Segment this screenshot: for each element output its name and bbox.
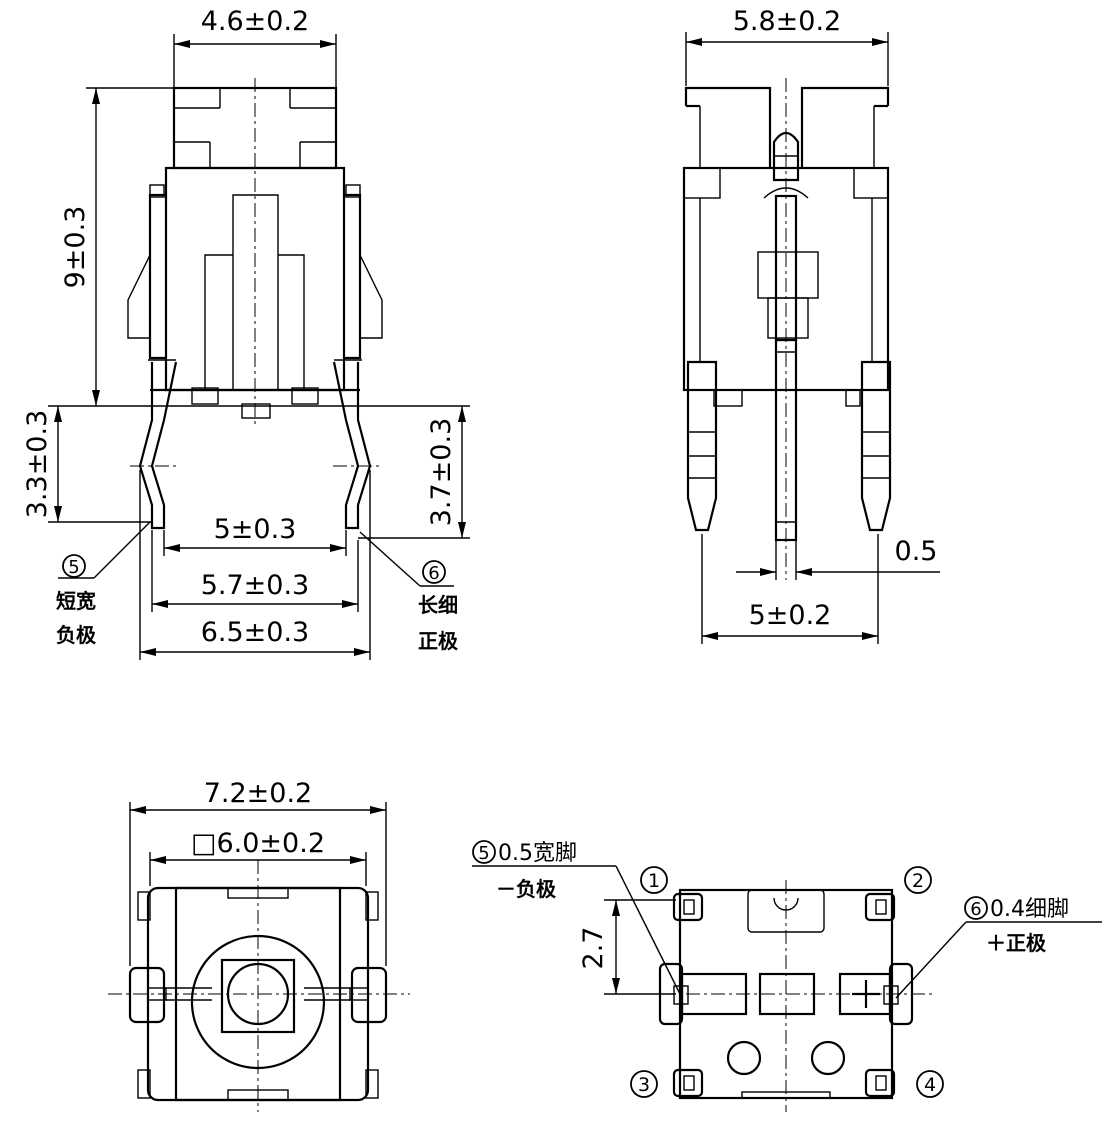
dim-top-inner: □6.0±0.2: [191, 828, 325, 859]
pin-3-label: 3: [638, 1074, 650, 1096]
callout-6-number: 6: [428, 563, 439, 584]
front-view: 4.6±0.2 9±0.3 3.3±0.3 3.7±0.3 5±0.3: [22, 6, 470, 660]
dim-front-left-leg: 3.3±0.3: [22, 410, 53, 519]
bottom-view: 2.7 5 0.5宽脚 －负极 6 0.4细脚 ＋正极 1 2 3 4: [472, 840, 1102, 1112]
bottom-callout-5-number: 5: [478, 843, 489, 864]
side-view: 5.8±0.2 0.5 5±0.2: [682, 6, 940, 644]
top-view: 7.2±0.2 □6.0±0.2: [108, 778, 410, 1112]
dim-front-body-height: 9±0.3: [60, 206, 91, 289]
dim-front-outer-span: 6.5±0.3: [201, 617, 310, 648]
pin-2-label: 2: [912, 870, 924, 892]
callout-5-line1: 短宽: [56, 589, 96, 613]
dim-front-inner-span: 5±0.3: [214, 514, 297, 545]
bottom-callout-6-text: 0.4细脚: [990, 897, 1069, 922]
callout-6-line1: 长细: [418, 593, 458, 617]
pin-1-label: 1: [648, 870, 660, 892]
dim-side-pin-width: 0.5: [895, 536, 938, 567]
pin-4-label: 4: [924, 1074, 936, 1096]
bottom-callout-6-number: 6: [970, 899, 981, 920]
callout-5-number: 5: [68, 557, 79, 578]
dim-front-mid-span: 5.7±0.3: [201, 570, 310, 601]
dim-side-pitch: 5±0.2: [749, 600, 832, 631]
bottom-callout-5-text: 0.5宽脚: [498, 841, 577, 866]
dim-bottom-offset: 2.7: [578, 927, 609, 970]
dim-front-right-leg: 3.7±0.3: [426, 418, 457, 527]
dim-front-top-width: 4.6±0.2: [201, 6, 310, 37]
dim-side-top-width: 5.8±0.2: [733, 6, 842, 37]
bottom-callout-6-polarity: ＋正极: [986, 931, 1047, 955]
bottom-callout-5-polarity: －负极: [496, 877, 557, 901]
callout-5-line2: 负极: [56, 623, 97, 647]
dim-top-outer: 7.2±0.2: [204, 778, 313, 809]
callout-6-line2: 正极: [418, 629, 459, 653]
